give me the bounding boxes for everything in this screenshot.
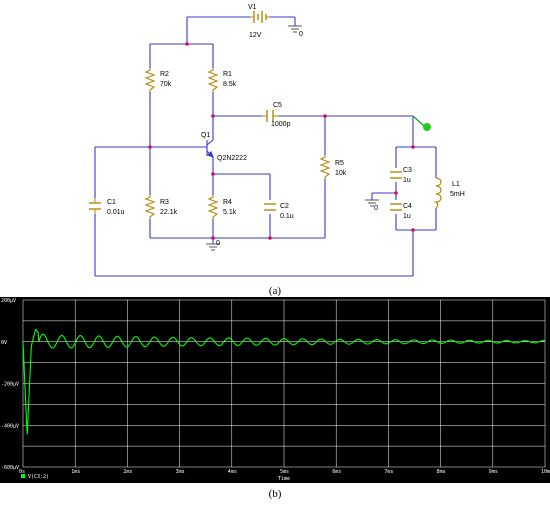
component-labels: V1 12V R2 70k R1 8.5k C5 1000p Q1 Q2N222…	[107, 4, 465, 247]
voltage-probe-icon	[412, 115, 431, 131]
c1-value-label: 0.01u	[107, 209, 125, 216]
x-tick-label: 3ms	[176, 469, 185, 475]
r2-ref-label: R2	[160, 71, 169, 78]
v1-battery	[250, 11, 270, 23]
r2-resistor	[144, 68, 156, 92]
c3-value-label: 1u	[403, 177, 411, 184]
c5-ref-label: C5	[273, 102, 282, 109]
ground-label: 0	[374, 205, 378, 212]
c5-value-label: 1000p	[271, 121, 291, 128]
r3-value-label: 22.1k	[160, 209, 178, 216]
x-tick-label: 1ms	[71, 469, 80, 475]
y-tick-label: -200µV	[1, 382, 19, 388]
l1-ref-label: L1	[452, 181, 460, 188]
wires	[94, 16, 437, 277]
r1-resistor	[207, 68, 219, 92]
c4-ref-label: C4	[403, 203, 412, 210]
x-tick-label: 5ms	[280, 469, 289, 475]
figure-caption-a: (a)	[268, 285, 282, 297]
y-tick-label: 200µV	[1, 298, 16, 304]
r5-value-label: 10k	[335, 170, 347, 177]
x-tick-label: 2ms	[123, 469, 132, 475]
x-tick-label: 0s	[19, 469, 25, 475]
ground-symbols	[206, 25, 379, 251]
c3-capacitor	[390, 171, 402, 179]
v1-ref-label: V1	[248, 4, 257, 11]
x-tick-labels: 0s 1ms 2ms 3ms 4ms 5ms 6ms 7ms 8ms 9ms 10ms	[19, 469, 550, 475]
r3-resistor	[144, 195, 156, 219]
x-tick-label: 6ms	[332, 469, 341, 475]
ground-icon	[365, 199, 379, 207]
l1-inductor	[434, 177, 442, 209]
ground-icon	[206, 243, 220, 251]
figure-caption-b: (b)	[268, 488, 282, 500]
ground-label: 0	[216, 240, 220, 247]
trace-legend-marker	[21, 474, 25, 478]
r1-value-label: 8.5k	[223, 81, 237, 88]
x-tick-label: 8ms	[437, 469, 446, 475]
c4-capacitor	[390, 203, 402, 211]
ground-icon	[288, 25, 302, 33]
c3-ref-label: C3	[403, 167, 412, 174]
capacitors	[89, 110, 402, 214]
ground-label: 0	[299, 31, 303, 38]
junction-dots	[148, 42, 415, 240]
r2-value-label: 70k	[160, 81, 172, 88]
y-tick-label: -400µV	[1, 423, 19, 429]
plot-grid	[22, 299, 546, 468]
y-tick-labels: 200µV 0V -200µV -400µV -600µV	[1, 298, 19, 471]
c4-value-label: 1u	[403, 213, 411, 220]
trace-legend-label: V(C3:2)	[28, 474, 49, 480]
c2-value-label: 0.1u	[280, 213, 294, 220]
x-tick-label: 7ms	[384, 469, 393, 475]
r4-value-label: 5.1k	[223, 209, 237, 216]
q1-transistor	[206, 139, 214, 158]
r3-ref-label: R3	[160, 199, 169, 206]
x-tick-label: 4ms	[228, 469, 237, 475]
r5-ref-label: R5	[335, 160, 344, 167]
c5-capacitor	[262, 110, 278, 122]
r4-resistor	[207, 195, 219, 219]
x-tick-label: 10ms	[541, 469, 550, 475]
c2-capacitor	[264, 203, 276, 211]
plot-background	[0, 297, 550, 483]
r5-resistor	[319, 155, 331, 179]
resistors	[144, 68, 331, 219]
c1-capacitor	[89, 198, 101, 214]
r4-ref-label: R4	[223, 199, 232, 206]
l1-value-label: 5mH	[450, 191, 465, 198]
v1-value-label: 12V	[249, 32, 262, 39]
y-tick-label: -600µV	[1, 465, 19, 471]
y-tick-label: 0V	[1, 340, 7, 346]
x-axis-label: Time	[278, 476, 290, 482]
q1-value-label: Q2N2222	[217, 155, 247, 162]
c2-ref-label: C2	[280, 203, 289, 210]
x-tick-label: 9ms	[489, 469, 498, 475]
c1-ref-label: C1	[107, 199, 116, 206]
r1-ref-label: R1	[223, 71, 232, 78]
q1-ref-label: Q1	[201, 132, 210, 139]
circuit-schematic: V1 12V R2 70k R1 8.5k C5 1000p Q1 Q2N222…	[89, 4, 465, 277]
voltage-trace	[22, 328, 546, 435]
